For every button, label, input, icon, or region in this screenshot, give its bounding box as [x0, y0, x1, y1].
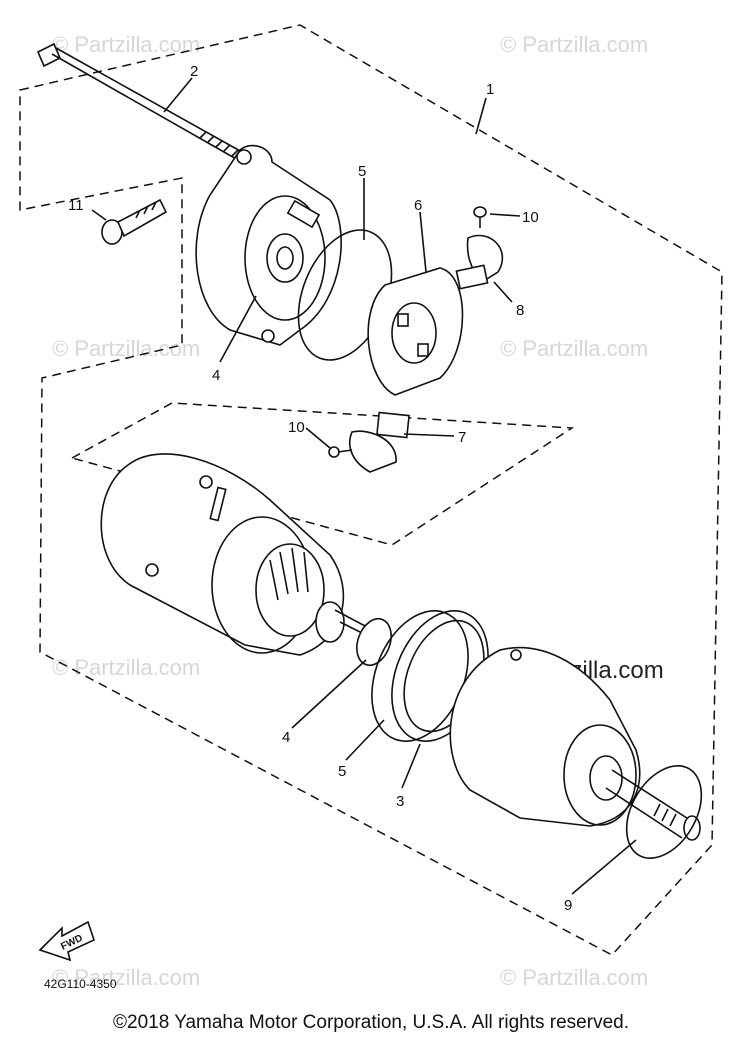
callout-labels: 2 1 5 6 11 10 8 4 10 7 4 5 3 9 — [68, 63, 572, 914]
callout-7: 7 — [458, 429, 466, 446]
callout-5: 5 — [338, 763, 346, 780]
callout-6: 6 — [414, 197, 422, 214]
brush-upper — [455, 234, 504, 290]
callout-3: 3 — [396, 793, 404, 810]
watermark: © Partzilla.com — [500, 336, 648, 361]
callout-4: 4 — [282, 729, 290, 746]
callout-2: 2 — [190, 63, 198, 80]
rear-cover — [195, 144, 342, 346]
watermark: © Partzilla.com — [52, 32, 200, 57]
callout-9: 9 — [564, 897, 572, 914]
watermark: © Partzilla.com — [52, 965, 200, 990]
callout-4: 4 — [212, 367, 220, 384]
copyright-notice: ©2018 Yamaha Motor Corporation, U.S.A. A… — [113, 1012, 629, 1033]
watermark: © Partzilla.com — [52, 336, 200, 361]
watermark: © Partzilla.com — [52, 655, 200, 680]
callout-10: 10 — [522, 209, 539, 226]
screw-upper — [473, 206, 487, 228]
part-code: 42G110-4350 — [44, 977, 117, 991]
brush-holder-plate — [367, 267, 464, 396]
screw-lower — [328, 446, 353, 458]
motor-yoke — [100, 453, 369, 656]
assembly-boundary — [19, 24, 723, 956]
leader-lines — [91, 77, 637, 895]
front-cover — [449, 646, 701, 841]
o-ring-front — [625, 765, 703, 859]
watermark: © Partzilla.com — [500, 965, 648, 990]
watermark: © Partzilla.com — [500, 32, 648, 57]
callout-11: 11 — [68, 197, 84, 214]
callout-1: 1 — [486, 81, 494, 98]
callout-5: 5 — [358, 163, 366, 180]
callout-8: 8 — [516, 302, 524, 319]
callout-10: 10 — [288, 419, 305, 436]
flange-bolt — [101, 198, 168, 245]
through-bolt — [36, 42, 243, 161]
brush-lower — [348, 411, 410, 473]
forward-arrow-icon: FWD — [38, 920, 95, 962]
